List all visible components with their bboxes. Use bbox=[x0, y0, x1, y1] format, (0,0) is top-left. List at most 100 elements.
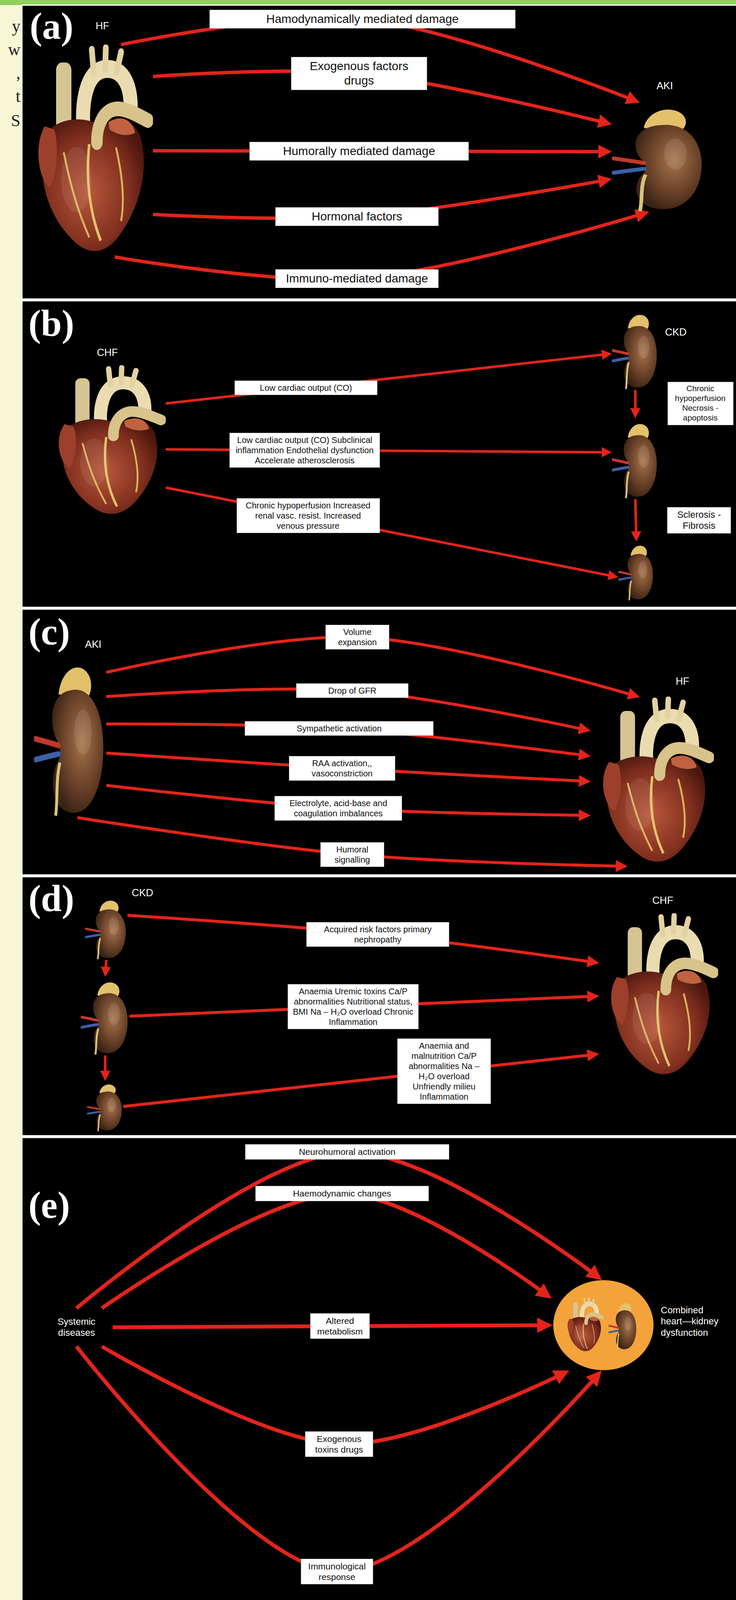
organ-illustration bbox=[552, 1279, 655, 1373]
node-text-holder: CHF bbox=[96, 346, 118, 360]
arrow-connector bbox=[106, 753, 584, 782]
arrow-label-box: Exogenous toxins drugs bbox=[305, 1432, 374, 1458]
arrow-label: Neurohumoral activation bbox=[249, 1146, 446, 1158]
organ-drawing bbox=[58, 368, 162, 515]
organ-illustration bbox=[33, 656, 107, 819]
node-text-holder: CKD bbox=[665, 326, 687, 339]
label-holder: w bbox=[0, 40, 21, 60]
node-text-holder: HF bbox=[675, 675, 690, 688]
node-text-holder: AKI bbox=[84, 638, 102, 652]
organ-illustration bbox=[46, 365, 166, 519]
panel bbox=[22, 5, 736, 300]
organ-drawing bbox=[612, 424, 657, 499]
cropped-text: y bbox=[0, 16, 21, 36]
organ-illustration bbox=[611, 309, 659, 391]
cropped-text: w bbox=[0, 40, 21, 60]
organ-label: CHF bbox=[96, 346, 118, 360]
organ-label: Combined heart—kidney dysfunction bbox=[660, 1305, 725, 1339]
label-holder: t bbox=[0, 87, 21, 106]
organ-illustration bbox=[590, 696, 714, 867]
heart-figure: CHF bbox=[599, 913, 719, 1080]
arrow-label: Volume expansion bbox=[329, 627, 386, 648]
arrow-connector bbox=[165, 354, 606, 404]
arrow-label-box: Exogenous factors drugs bbox=[291, 56, 428, 90]
arrow-label-box: Humorally mediated damage bbox=[249, 141, 469, 161]
arrow-label-box: Low cardiac output (CO) bbox=[234, 380, 378, 396]
panel-letter: (e) bbox=[28, 1185, 71, 1227]
label-holder: (b) bbox=[28, 303, 75, 345]
cropped-text: , bbox=[0, 63, 21, 83]
kidney-figure bbox=[618, 541, 655, 602]
organ-label: Systemic diseases bbox=[40, 1316, 113, 1340]
arrow-label-box: Hormonal factors bbox=[275, 207, 439, 227]
panel bbox=[22, 1137, 736, 1600]
arrow-label: Exogenous toxins drugs bbox=[308, 1434, 370, 1456]
node-text-holder: CHF bbox=[652, 894, 674, 908]
arrow-label-box: Chronic hypoperfusion Necrosis - apoptos… bbox=[667, 382, 734, 425]
organ-drawing bbox=[602, 699, 709, 863]
arrow-label: Immunological response bbox=[304, 1561, 370, 1583]
organ-illustration bbox=[599, 913, 719, 1080]
organ-illustration bbox=[84, 896, 128, 961]
panel-letter: (b) bbox=[28, 303, 75, 345]
arrow-label-box: Low cardiac output (CO) Subclinical infl… bbox=[229, 433, 380, 468]
arrow-label-box: Haemodynamic changes bbox=[255, 1186, 429, 1202]
kidney-figure: CKD bbox=[611, 309, 659, 391]
arrow-label-box: Sympathetic activation bbox=[244, 721, 434, 736]
arrow-label-box: Immunological response bbox=[300, 1559, 374, 1586]
arrow-label-box: Sclerosis - Fibrosis bbox=[667, 507, 731, 535]
arrow-label-box: Chronic hypoperfusion Increased renal va… bbox=[236, 498, 380, 534]
organ-label: CKD bbox=[665, 326, 687, 339]
panel bbox=[22, 609, 736, 876]
arrow-label: Humoral signalling bbox=[324, 844, 381, 866]
node-text-holder: HF bbox=[95, 19, 110, 33]
label-holder: (e) bbox=[28, 1185, 71, 1227]
organ-illustration bbox=[25, 44, 153, 258]
organ-label: AKI bbox=[656, 79, 674, 93]
kidney-figure: AKI bbox=[33, 656, 107, 819]
heart-figure: HF bbox=[590, 696, 714, 867]
kidney-figure: CKD bbox=[84, 896, 128, 961]
arrow-label: Anaemia and malnutrition Ca/P abnormalit… bbox=[401, 1041, 487, 1103]
kidney-figure bbox=[87, 1081, 124, 1133]
arrow-label-box: Volume expansion bbox=[325, 625, 390, 650]
node-text-holder: Systemic diseases bbox=[40, 1316, 113, 1340]
kidney-figure bbox=[80, 977, 130, 1056]
label-holder: (d) bbox=[28, 878, 75, 920]
arrow-label: Altered metabolism bbox=[314, 1316, 366, 1338]
arrow-label-box: Electrolyte, acid-base and coagulation i… bbox=[274, 796, 402, 821]
organ-drawing bbox=[35, 667, 104, 816]
arrow-label: RAA activation,, vasoconstriction bbox=[292, 758, 392, 779]
organ-illustration bbox=[87, 1081, 124, 1133]
arrow-connector bbox=[634, 390, 637, 413]
organ-drawing bbox=[87, 1084, 122, 1132]
kidney-figure bbox=[611, 418, 659, 500]
arrow-connector bbox=[105, 960, 107, 971]
organ-label: HF bbox=[95, 19, 110, 33]
arrow-connector bbox=[76, 1152, 595, 1309]
arrow-label: Haemodynamic changes bbox=[259, 1188, 425, 1200]
arrow-connector bbox=[635, 499, 637, 536]
arrow-label: Chronic hypoperfusion Necrosis - apoptos… bbox=[671, 384, 730, 423]
arrow-label-box: Anaemia and malnutrition Ca/P abnormalit… bbox=[397, 1038, 491, 1105]
arrow-label: Acquired risk factors primary nephropath… bbox=[310, 924, 446, 946]
top-bar bbox=[0, 0, 736, 6]
panel-letter: (a) bbox=[29, 5, 74, 48]
arrow-label: Electrolyte, acid-base and coagulation i… bbox=[278, 798, 399, 819]
organ-illustration bbox=[618, 541, 655, 602]
organ-label: AKI bbox=[84, 638, 102, 652]
panel-letter: (d) bbox=[28, 878, 75, 920]
label-holder: (a) bbox=[29, 5, 74, 48]
panel bbox=[22, 300, 736, 608]
combined-circle: Combined heart—kidney dysfunction bbox=[552, 1279, 727, 1373]
arrow-label-box: Humoral signalling bbox=[320, 842, 385, 868]
organ-drawing bbox=[553, 1280, 654, 1371]
organ-illustration bbox=[80, 977, 130, 1056]
organ-label: CHF bbox=[652, 894, 674, 908]
node-text-holder: Combined heart—kidney dysfunction bbox=[660, 1305, 725, 1339]
heart-figure: HF bbox=[25, 44, 153, 258]
arrow-label: Anaemia Uremic toxins Ca/P abnormalities… bbox=[291, 986, 415, 1028]
panel bbox=[22, 877, 736, 1137]
arrow-label-box: Immuno-mediated damage bbox=[275, 269, 439, 289]
arrow-connector bbox=[104, 1055, 107, 1076]
